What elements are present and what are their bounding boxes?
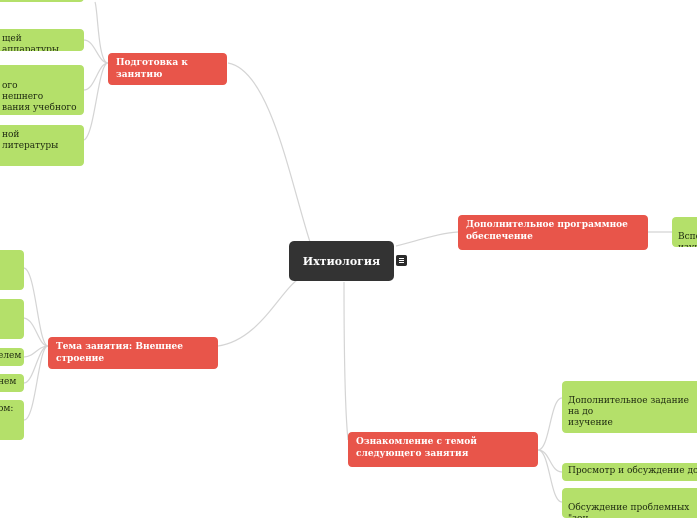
- prep-subtopic-2[interactable]: щей аппаратуры: [0, 29, 84, 51]
- topic-subtopic-3[interactable]: елем: [0, 348, 24, 366]
- branch-additional-software-label: Дополнительное программное обеспечение: [466, 220, 628, 242]
- topic-subtopic-4[interactable]: нем: [0, 374, 24, 392]
- branch-preparation-label: Подготовка к занятию: [116, 58, 188, 80]
- prep-subtopic-1[interactable]: [0, 0, 84, 2]
- branch-additional-software[interactable]: Дополнительное программное обеспечение: [458, 215, 648, 250]
- next-subtopic-2[interactable]: Просмотр и обсуждение докум: [562, 463, 697, 481]
- central-topic[interactable]: Ихтиология: [289, 241, 394, 281]
- branch-lesson-topic[interactable]: Тема занятия: Внешнее строение: [48, 337, 218, 369]
- topic-subtopic-1[interactable]: [0, 250, 24, 290]
- next-subtopic-1[interactable]: Дополнительное задание на до изучение: [562, 381, 697, 433]
- topic-subtopic-2[interactable]: [0, 299, 24, 339]
- software-subtopic-1[interactable]: Вспо изуче: [672, 217, 697, 247]
- branch-preparation[interactable]: Подготовка к занятию: [108, 53, 227, 85]
- central-topic-label: Ихтиология: [302, 254, 381, 268]
- prep-subtopic-3[interactable]: ого нешнего вания учебного: [0, 65, 84, 115]
- branch-next-lesson[interactable]: Ознакомление с темой следующего занятия: [348, 432, 538, 467]
- next-subtopic-3[interactable]: Обсуждение проблемных "зон темы: [562, 488, 697, 518]
- note-icon[interactable]: [396, 255, 407, 266]
- prep-subtopic-4[interactable]: ной литературы: [0, 125, 84, 166]
- branch-next-lesson-label: Ознакомление с темой следующего занятия: [356, 437, 477, 459]
- topic-subtopic-5[interactable]: ом:: [0, 400, 24, 440]
- branch-lesson-topic-label: Тема занятия: Внешнее строение: [56, 342, 184, 364]
